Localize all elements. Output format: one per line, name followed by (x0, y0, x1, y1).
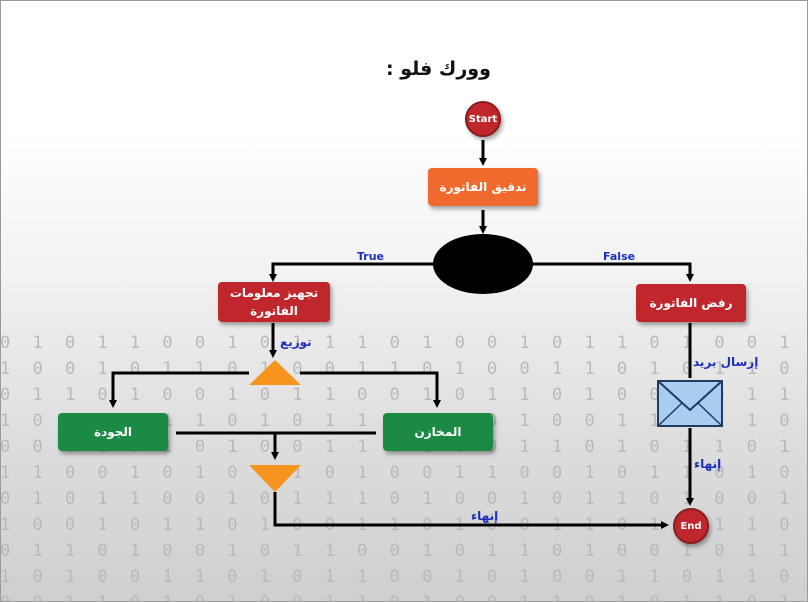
warehouses-node: المخازن (383, 413, 493, 451)
prepare-invoice-node: تجهيز معلومات الفاتورة (218, 282, 330, 322)
edge-fork-warehouses (300, 371, 441, 408)
reject-invoice-node: رفض الفاتورة (636, 284, 746, 322)
diagram-title: وورك فلو : (386, 58, 491, 80)
true-label: True (357, 250, 385, 263)
end-node: End (673, 508, 709, 544)
edge-true (269, 262, 434, 282)
edge-merge-end (273, 492, 669, 529)
finish-label-bottom: إنهاء (471, 509, 499, 523)
merge-triangle-down (249, 465, 301, 492)
false-label: False (603, 250, 636, 263)
decision-ellipse (433, 234, 533, 294)
edge-fork-quality (109, 371, 249, 408)
verify-invoice-node: تدقيق الفاتورة (428, 168, 538, 206)
edge-false (532, 262, 694, 282)
distribute-label: توزيع (280, 335, 312, 349)
start-node: Start (465, 101, 501, 137)
envelope-icon (657, 380, 723, 427)
quality-node: الجودة (58, 413, 168, 451)
fork-triangle-up (249, 360, 301, 385)
send-mail-label: إرسال بريد (693, 355, 759, 369)
finish-label-right: إنهاء (694, 457, 722, 471)
